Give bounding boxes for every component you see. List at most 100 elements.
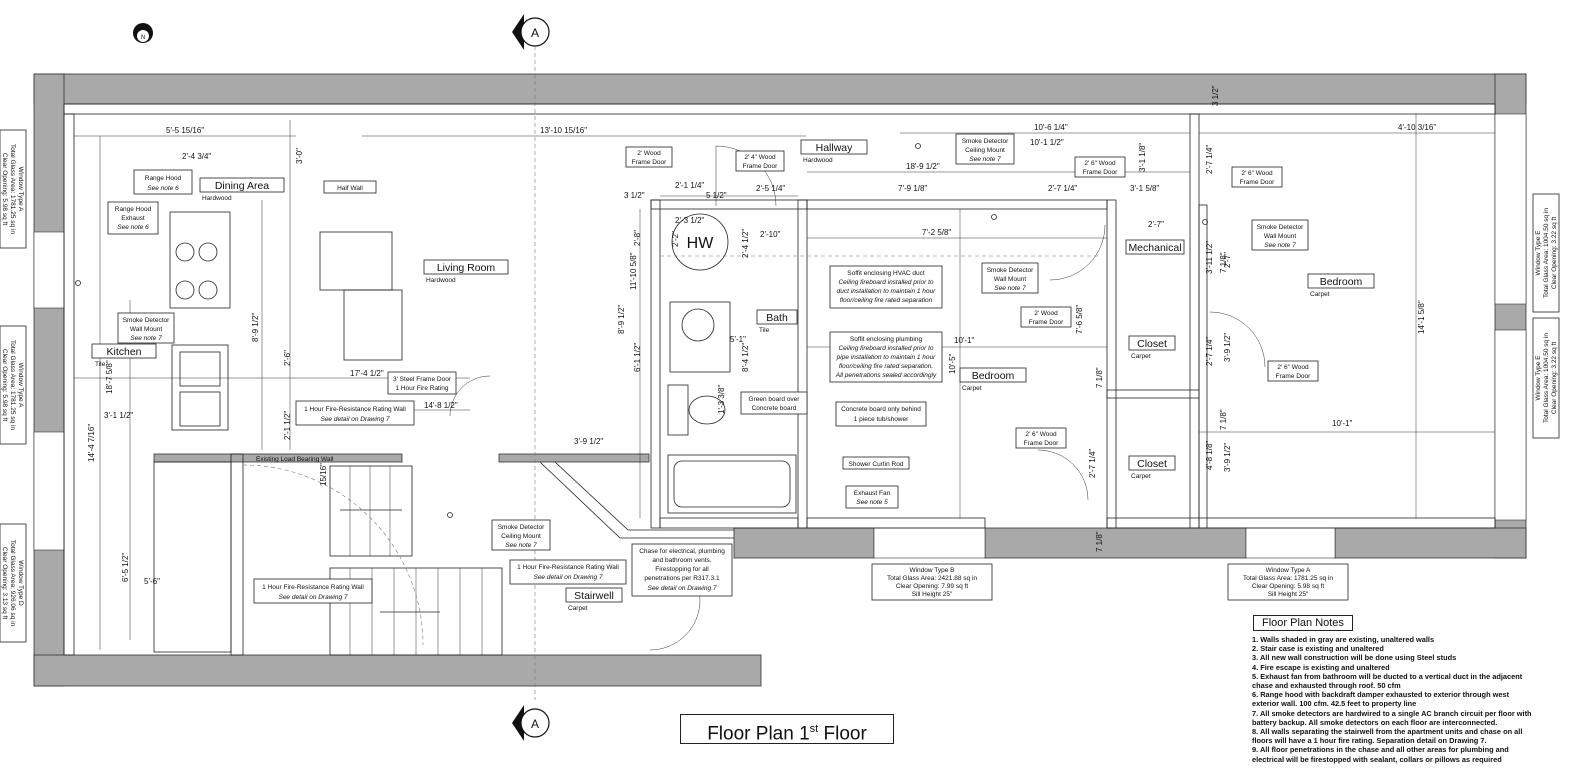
north-arrow: N [133, 23, 153, 43]
dimension: 3 1/2" [624, 191, 645, 200]
kitchen-floor: Tile [95, 361, 106, 368]
window-right-e2-2: Total Glass Area: 1004.50 sq in [1543, 333, 1550, 423]
smoke-hall-2: Ceiling Mount [965, 147, 1005, 154]
dimension: 5'-5 15/16" [166, 126, 204, 135]
living-room-floor: Hardwood [426, 277, 456, 284]
dining-area-floor: Hardwood [202, 195, 232, 202]
staircase [242, 464, 503, 656]
notes-title: Floor Plan Notes [1253, 615, 1353, 631]
dimension: 2'-3 1/2" [675, 216, 704, 225]
note-line: chase and exhausted through roof. 50 cfm [1252, 681, 1401, 691]
window-right-e1-2: Total Glass Area: 1004.50 sq in [1543, 208, 1550, 298]
dimension: 7'-9 1/8" [898, 184, 927, 193]
fire-wall-c-1: 1 Hour Fire-Resistance Rating Wall [262, 584, 364, 591]
dimension: 2'-7" [1223, 252, 1232, 268]
green-board-2: Concrete board [752, 405, 797, 412]
soffit-plumbing-2: Ceiling fireboard installed prior to [838, 345, 933, 352]
water-heater-label: HW [687, 235, 715, 252]
dimension: 3'-9 1/2" [574, 437, 603, 446]
soffit-hvac-4: floor/ceiling fire rated separation [840, 297, 933, 304]
soffit-plumbing-5: All penetrations sealed accordingly [835, 372, 937, 379]
smoke-mech-ref: See note 7 [1264, 242, 1296, 249]
dimension: 3'-9 1/2" [1223, 333, 1232, 362]
dimension: 5'-6" [144, 577, 160, 586]
dimension: 2'-8" [633, 230, 642, 246]
steel-door-2: 1 Hour Fire Rating [395, 385, 448, 392]
concrete-board-2: 1 piece tub/shower [854, 416, 909, 423]
dimension: 1'-3 3/8" [717, 385, 726, 414]
dimension: 3 1/2" [1211, 85, 1220, 106]
window-a-1: Window Type A [1266, 567, 1311, 574]
note-line: 4. Fire escape is existing and unaltered [1252, 662, 1390, 672]
note-line: 1. Walls shaded in gray are existing, un… [1252, 635, 1435, 644]
dimension: 2'-6" [283, 350, 292, 366]
window-left-a1-3: Clear Opening: 5.98 sq ft [1, 153, 8, 225]
soffit-hvac-2: Ceiling fireboard installed prior to [838, 279, 933, 286]
drawing-title-sup: st [809, 723, 819, 735]
dimension: 2'-7 1/4" [1088, 449, 1097, 478]
door-26-a-2: Frame Door [1083, 169, 1119, 176]
dimension: 8'-9 1/2" [251, 313, 260, 342]
soffit-plumbing-3: pipe installation to maintain 1 hour [836, 354, 936, 361]
door-26-d-1: 2' 6" Wood [1025, 431, 1057, 438]
section-marker-top: A [512, 14, 550, 700]
dimension: 3'-1 1/8" [1138, 143, 1147, 172]
dimension: 2'-5 1/4" [756, 184, 785, 193]
closet-lower-floor: Carpet [1131, 473, 1151, 480]
drawing-title-suffix: Floor [818, 723, 867, 745]
dimension: 10'-1" [1332, 419, 1353, 428]
bedroom-center-label: Bedroom [972, 370, 1015, 382]
section-label-top: A [531, 26, 539, 40]
floor-plan-notes: Floor Plan Notes 1. Walls shaded in gray… [1252, 613, 1582, 764]
dimension: 4'-8 1/8" [1205, 441, 1214, 470]
door-2wood-2: Frame Door [632, 159, 668, 166]
closet-upper-floor: Carpet [1131, 353, 1151, 360]
door-26-b-1: 2' 6" Wood [1241, 170, 1273, 177]
dimension: 2'-7 1/4" [1205, 337, 1214, 366]
stairwell-floor: Carpet [568, 605, 588, 612]
smoke-hall-ref: See note 7 [969, 156, 1001, 163]
hallway-label: Hallway [816, 142, 854, 154]
existing-walls [33, 73, 1527, 687]
door-24-1: 2' 4" Wood [744, 154, 776, 161]
exhaust-fan-label: Exhaust Fan [854, 490, 891, 497]
window-b-1: Window Type B [909, 567, 954, 574]
smoke-bed-2: Wall Mount [994, 276, 1026, 283]
dimension: 2'-4 3/4" [182, 152, 211, 161]
fire-wall-b-2: See detail on Drawing 7 [533, 574, 602, 581]
dimension: 3'-1 5/8" [1130, 184, 1159, 193]
window-b-2: Total Glass Area: 2421.88 sq in [887, 575, 977, 582]
window-a-3: Clear Opening: 5.98 sq ft [1252, 583, 1324, 590]
dimension: 2'-4 1/2" [741, 229, 750, 258]
section-label-bottom: A [531, 717, 539, 731]
dimension: 8'-9 1/2" [617, 305, 626, 334]
smoke-kitchen-2: Wall Mount [130, 326, 162, 333]
curtain-rod-label: Shower Curtin Rod [849, 461, 904, 468]
dimension: 6'-5 1/2" [121, 553, 130, 582]
note-line: 6. Range hood with backdraft damper exha… [1252, 690, 1510, 700]
dimension: 11'-10 5/8" [629, 252, 638, 290]
soffit-plumbing-4: floor/ceiling fire rated separation. [839, 363, 933, 370]
window-right-e2-3: Clear Opening: 3.22 sq ft [1551, 342, 1558, 414]
dimension: 7'-2 5/8" [922, 228, 951, 237]
chase-3: Firestopping for all [655, 566, 709, 573]
note-line: 3. All new wall construction will be don… [1252, 653, 1457, 663]
notes-list: 1. Walls shaded in gray are existing, un… [1252, 635, 1582, 764]
door-2wood-b-2: Frame Door [1029, 319, 1065, 326]
kitchen-fixtures [153, 211, 403, 653]
dimension: 4'-10 3/16" [1398, 123, 1436, 132]
note-line: exterior wall. 100 cfm. 42.5 feet to pro… [1252, 699, 1417, 709]
closet-lower-label: Closet [1137, 458, 1167, 470]
bedroom-east-floor: Carpet [1310, 291, 1330, 298]
note-line: 2. Stair case is existing and unaltered [1252, 644, 1384, 654]
dimension: 2'-1 1/4" [675, 181, 704, 190]
window-left-a1-2: Total Glass Area: 1781.25 sq in [9, 144, 16, 234]
dimension: 2'-10" [760, 230, 781, 239]
dimension: 2'-7 1/4" [1048, 184, 1077, 193]
bath-label: Bath [766, 312, 788, 324]
bearing-wall-label: Existing Load Bearing Wall [256, 456, 334, 463]
range-hood-exhaust-2: Exhaust [121, 215, 145, 222]
window-b-4: Sill Height 25" [912, 591, 953, 598]
green-board-1: Green board over [749, 396, 801, 403]
